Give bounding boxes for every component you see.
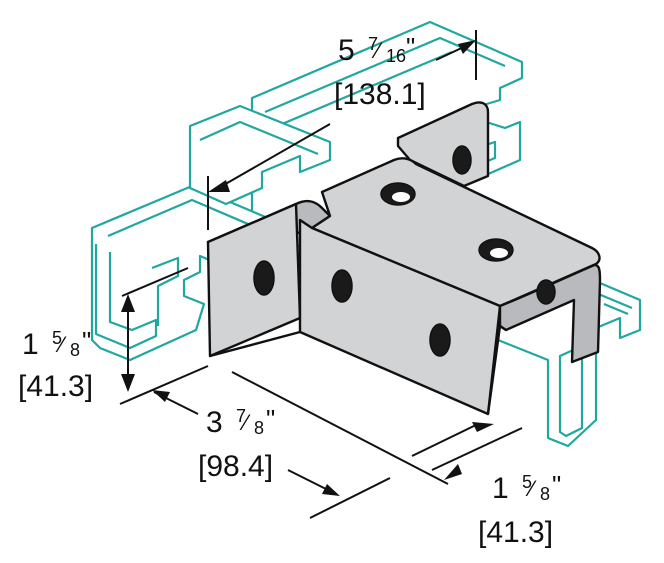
dim-channel-width-whole: 1	[492, 472, 509, 505]
dim-top-width-whole: 5	[338, 34, 355, 67]
front-face	[298, 218, 502, 416]
arrow-length-right	[322, 484, 340, 496]
right-bend	[498, 263, 602, 364]
dim-channel-width-denominator: 8	[540, 484, 550, 504]
dim-length-denominator: 8	[254, 418, 264, 438]
dim-length-inch: "	[266, 404, 275, 434]
hole-rear-tab	[452, 145, 472, 175]
dim-left-height-inch: "	[82, 326, 91, 356]
dim-top-width: 5 7 ⁄ 16 " [138.1]	[334, 32, 426, 111]
hole-right-bend	[536, 279, 556, 305]
dim-top-width-mm: [138.1]	[334, 78, 426, 111]
dim-channel-width-numerator: 5	[522, 472, 532, 492]
dim-channel-width-inch: "	[552, 470, 561, 500]
arrow-top-right	[458, 40, 476, 54]
arrow-width-left	[444, 464, 462, 480]
hole-front-left	[331, 269, 353, 303]
arrow-height-up	[121, 294, 135, 312]
hole-left-tab	[253, 260, 275, 296]
dim-left-height-denominator: 8	[70, 340, 80, 360]
arrow-top-left	[208, 180, 230, 192]
dim-length-mm: [98.4]	[198, 450, 273, 483]
fitting-plate	[206, 101, 602, 416]
dim-length-numerator: 7	[236, 406, 246, 426]
dim-top-width-denominator: 16	[386, 46, 406, 66]
arrow-length-left	[152, 390, 170, 402]
dim-length: 3 7 ⁄ 8 " [98.4]	[198, 404, 275, 483]
dim-channel-width-mm: [41.3]	[478, 516, 553, 549]
dim-left-height-whole: 1	[22, 328, 39, 361]
dim-channel-width: 1 5 ⁄ 8 " [41.3]	[478, 470, 561, 549]
arrow-width-right	[472, 422, 494, 432]
dim-left-height: 1 5 ⁄ 8 " [41.3]	[18, 326, 93, 403]
dim-left-height-numerator: 5	[52, 328, 62, 348]
dimension-arrowheads	[121, 40, 494, 496]
dim-top-width-numerator: 7	[368, 34, 378, 54]
hole-front-right	[429, 323, 451, 357]
dim-left-height-mm: [41.3]	[18, 370, 93, 403]
arrow-height-down	[121, 374, 135, 392]
dim-length-whole: 3	[206, 406, 223, 439]
dim-top-width-inch: "	[406, 32, 415, 62]
